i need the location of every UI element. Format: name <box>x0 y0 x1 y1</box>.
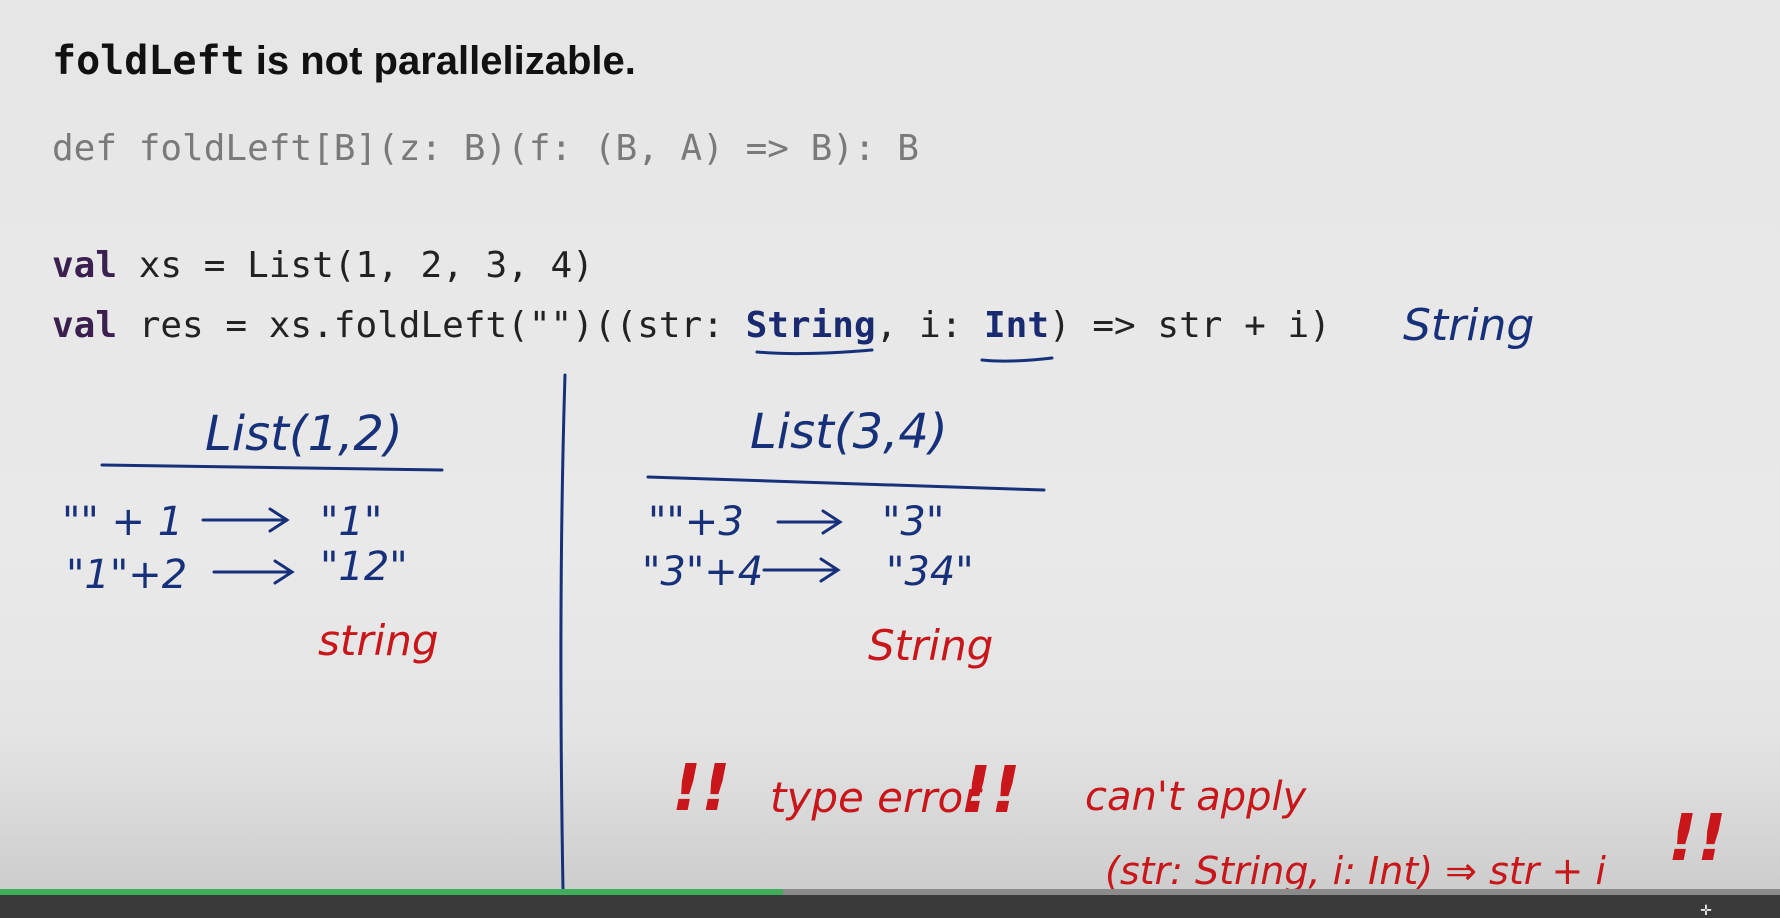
error-marks-right: !! <box>962 754 1020 828</box>
keyword-val: val <box>52 305 118 346</box>
code-text: res = xs.foldLeft("")((str: <box>117 305 746 346</box>
cant-apply-note: can't apply <box>1085 774 1308 820</box>
left-step1-lhs: "" + 1 <box>62 499 183 545</box>
slide-title: foldLeft is not parallelizable. <box>52 38 636 84</box>
code-line-xs: val xs = List(1, 2, 3, 4) <box>52 245 594 286</box>
type-error-note: type error <box>770 773 983 822</box>
arrow-icon <box>776 509 843 535</box>
video-progress-fill <box>0 889 784 895</box>
code-line-res: val res = xs.foldLeft("")((str: String, … <box>52 305 1331 346</box>
cant-apply-expr: (str: String, i: Int) ⇒ str + i <box>1105 849 1606 890</box>
arrow-icon <box>201 507 290 533</box>
code-text: ) => str + i) <box>1049 305 1331 346</box>
left-header-rule <box>100 463 444 472</box>
right-header-rule <box>646 475 1046 492</box>
underline-int <box>980 356 1054 363</box>
right-header: List(3,4) <box>750 404 948 460</box>
error-marks-far: !! <box>1668 802 1726 876</box>
right-step2-lhs: "3"+4 <box>642 549 763 595</box>
right-step2-rhs: "34" <box>886 549 974 595</box>
left-step2-rhs: "12" <box>320 544 408 590</box>
title-text: is not parallelizable. <box>244 39 636 83</box>
right-type-note: String <box>868 621 993 670</box>
fold-left-signature: def foldLeft[B](z: B)(f: (B, A) => B): B <box>52 128 919 169</box>
left-header: List(1,2) <box>205 406 403 462</box>
arrow-icon <box>762 557 841 583</box>
right-step1-lhs: ""+3 <box>648 499 744 545</box>
handwritten-annotations: String List(1,2) "" + 1 "1" "1"+2 "12" L… <box>62 300 1726 890</box>
left-type-note: string <box>318 616 439 665</box>
type-string: String <box>745 305 876 346</box>
right-step1-rhs: "3" <box>882 499 944 545</box>
code-text: , i: <box>875 305 984 346</box>
left-step1-rhs: "1" <box>320 499 382 545</box>
arrow-icon <box>212 559 295 585</box>
error-marks-left: !! <box>672 752 730 826</box>
underline-string <box>755 348 874 356</box>
keyword-val: val <box>52 245 118 286</box>
cursor-icon: ✛ <box>1700 902 1712 918</box>
result-type-note: String <box>1403 300 1534 351</box>
left-step2-lhs: "1"+2 <box>66 552 187 598</box>
video-progress-bar[interactable] <box>0 889 1780 895</box>
code-text: xs = List(1, 2, 3, 4) <box>117 245 594 286</box>
type-int: Int <box>984 305 1050 346</box>
title-code: foldLeft <box>52 38 245 84</box>
divider-line <box>559 373 567 890</box>
video-control-bar <box>0 895 1780 918</box>
